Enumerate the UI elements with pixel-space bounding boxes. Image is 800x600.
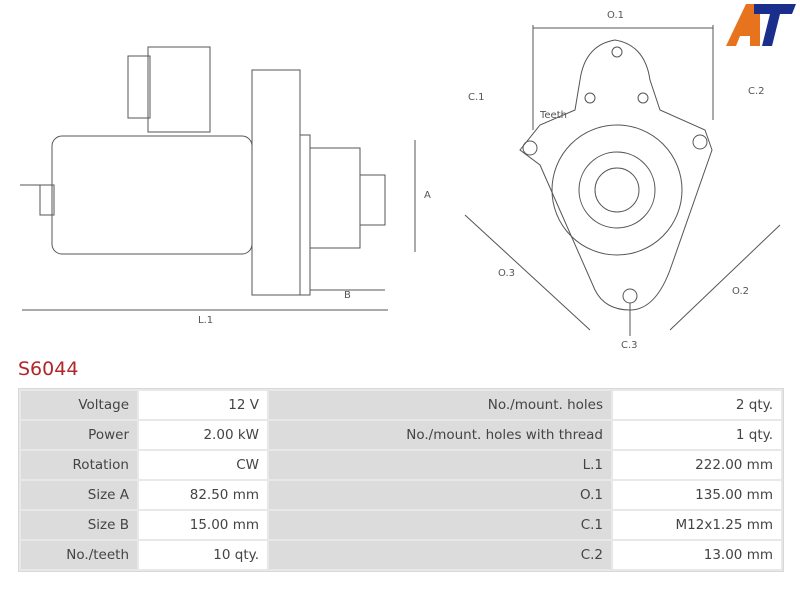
spec-label: Size B <box>21 511 137 539</box>
spec-label2: C.1 <box>269 511 611 539</box>
spec-label: Voltage <box>21 391 137 419</box>
spec-label2: No./mount. holes with thread <box>269 421 611 449</box>
spec-label: Size A <box>21 481 137 509</box>
label-teeth: Teeth <box>539 110 567 121</box>
brand-logo <box>726 4 796 46</box>
spec-value: CW <box>139 451 267 479</box>
label-l1: L.1 <box>198 315 213 326</box>
spec-label2: C.2 <box>269 541 611 569</box>
front-view: O.1 O.3 O.2 C.1 C.2 C.3 Teeth <box>464 10 781 351</box>
spec-value2: 13.00 mm <box>613 541 781 569</box>
spec-value: 10 qty. <box>139 541 267 569</box>
label-o3: O.3 <box>498 268 515 279</box>
spec-value: 15.00 mm <box>139 511 267 539</box>
label-o2: O.2 <box>732 286 749 297</box>
label-c3: C.3 <box>621 340 638 351</box>
spec-value2: 222.00 mm <box>613 451 781 479</box>
spec-label: Power <box>21 421 137 449</box>
spec-value2: 2 qty. <box>613 391 781 419</box>
spec-value2: M12x1.25 mm <box>613 511 781 539</box>
part-number: S6044 <box>18 358 79 380</box>
label-o1: O.1 <box>607 10 624 21</box>
label-c1: C.1 <box>468 92 485 103</box>
label-a: A <box>424 190 431 201</box>
spec-value: 2.00 kW <box>139 421 267 449</box>
spec-label: Rotation <box>21 451 137 479</box>
side-view: L.1 A B <box>20 46 431 326</box>
spec-label2: No./mount. holes <box>269 391 611 419</box>
spec-value2: 1 qty. <box>613 421 781 449</box>
spec-label2: L.1 <box>269 451 611 479</box>
label-b: B <box>344 290 351 301</box>
spec-value: 12 V <box>139 391 267 419</box>
spec-value: 82.50 mm <box>139 481 267 509</box>
starter-diagram: L.1 A B O.1 O.3 O.2 C.1 C.2 C.3 Teeth <box>20 10 781 351</box>
spec-label: No./teeth <box>21 541 137 569</box>
spec-label2: O.1 <box>269 481 611 509</box>
label-c2: C.2 <box>748 86 765 97</box>
spec-value2: 135.00 mm <box>613 481 781 509</box>
